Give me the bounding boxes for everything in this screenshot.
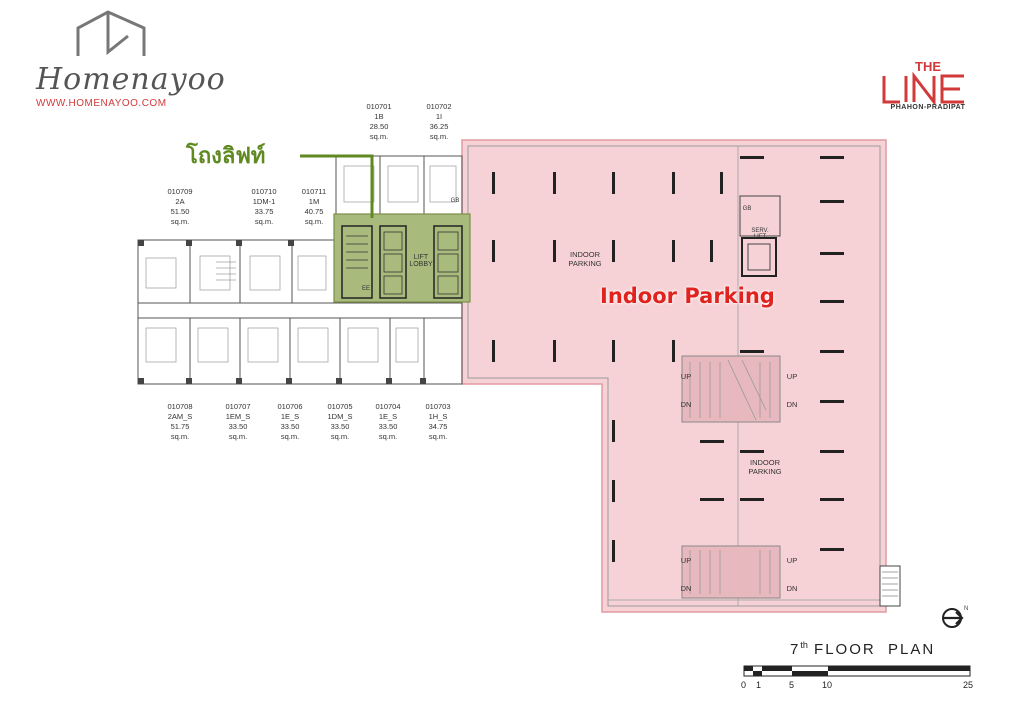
ee-label: EE <box>361 286 370 292</box>
scale-bar <box>743 665 971 677</box>
north-arrow-icon <box>942 608 964 628</box>
scale-label: 10 <box>822 680 833 690</box>
lift-lobby-callout: โถงลิฟท์ <box>186 144 266 169</box>
ramp-dn-4: DN <box>786 584 798 593</box>
lift-lobby-callout-line <box>300 154 374 218</box>
gb-label-1: GB <box>450 198 460 204</box>
scale-label: 5 <box>789 680 795 690</box>
project-logo-sub: PHAHON-PRADIPAT <box>890 104 966 111</box>
house-icon <box>76 10 146 56</box>
ramp-dn-2: DN <box>786 400 798 409</box>
project-logo: THE PHAHON-PRADIPAT <box>878 58 978 118</box>
brand-url: WWW.HOMENAYOO.COM <box>36 98 167 109</box>
project-logo-text: THE <box>878 58 978 109</box>
serv-lift-label: SERV. LIFT <box>751 228 769 240</box>
north-label: N <box>964 606 969 612</box>
floor-number: 7 <box>790 641 801 658</box>
ramp-up-3: UP <box>680 556 692 565</box>
brand-name: Homenayoo <box>36 62 226 97</box>
indoor-parking-label-2: INDOOR PARKING <box>748 458 782 476</box>
indoor-parking-callout: Indoor Parking <box>600 284 775 308</box>
scale-label: 0 <box>741 680 747 690</box>
parking-area <box>461 139 887 613</box>
floor-plan-text: FLOOR PLAN <box>814 641 936 658</box>
ramp-dn-3: DN <box>680 584 692 593</box>
gb-label-2: GB <box>742 206 752 212</box>
indoor-parking-label-1: INDOOR PARKING <box>568 250 602 268</box>
logo-the-text: THE <box>915 59 941 74</box>
ramp-up-4: UP <box>786 556 798 565</box>
brand-logo: Homenayoo WWW.HOMENAYOO.COM <box>30 6 225 126</box>
scale-label: 25 <box>963 680 974 690</box>
lift-lobby-label: LIFT LOBBY <box>409 254 433 268</box>
floor-plan-title: 7th FLOOR PLAN <box>790 640 935 658</box>
ramp-up-2: UP <box>786 372 798 381</box>
ramp-dn-1: DN <box>680 400 692 409</box>
ramp-up-1: UP <box>680 372 692 381</box>
scale-label: 1 <box>756 680 762 690</box>
floor-suffix: th <box>800 640 808 650</box>
